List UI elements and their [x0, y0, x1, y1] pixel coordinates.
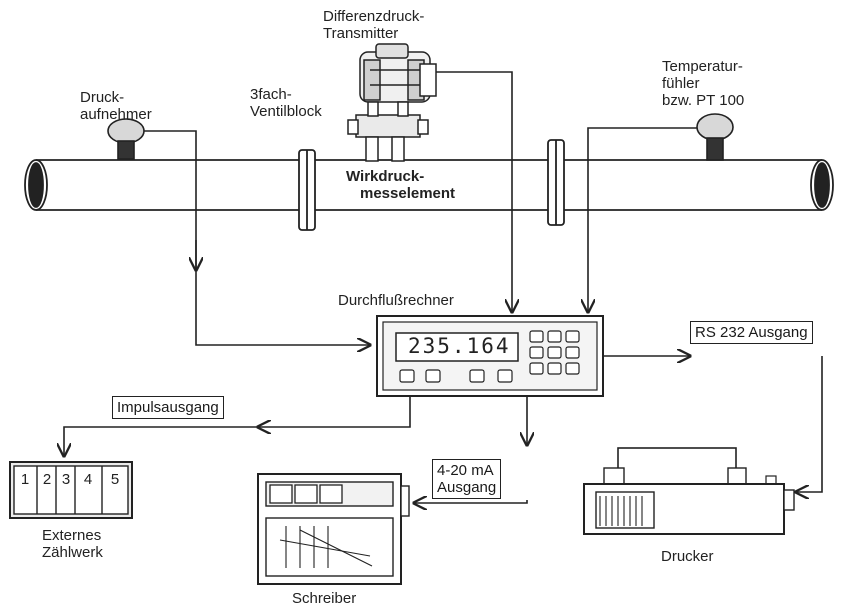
connections	[64, 71, 823, 503]
label-rs232: RS 232 Ausgang	[690, 321, 813, 344]
label-counter: Externes Zählwerk	[42, 527, 103, 561]
counter-icon	[9, 461, 133, 519]
label-valve-block: 3fach- Ventilblock	[250, 86, 322, 120]
flow-display: 235.164	[408, 334, 511, 358]
label-recorder: Schreiber	[292, 590, 357, 607]
counter-digit: 2	[42, 471, 52, 488]
flange-right	[547, 139, 565, 226]
dp-transmitter-icon	[359, 43, 437, 103]
label-printer: Drucker	[661, 548, 714, 565]
label-dp-transmitter: Differenzdruck- Transmitter	[323, 8, 425, 42]
counter-digit: 3	[61, 471, 71, 488]
counter-digit: 5	[110, 471, 120, 488]
label-flow-computer: Durchflußrechner	[338, 292, 454, 309]
flow-computer-icon	[376, 315, 604, 397]
valve-block-icon	[347, 101, 429, 162]
label-primary-element: Wirkdruck- messelement	[340, 168, 456, 202]
recorder-icon	[257, 473, 410, 585]
label-analog-output: 4-20 mA Ausgang	[432, 459, 502, 499]
flange-left	[298, 149, 316, 231]
counter-digit: 4	[83, 471, 93, 488]
label-temp-sensor: Temperatur- fühler bzw. PT 100	[662, 58, 745, 109]
counter-digit: 1	[20, 471, 30, 488]
temperature-sensor-icon	[696, 113, 734, 161]
printer-icon	[583, 447, 795, 535]
label-pulse-output: Impulsausgang	[112, 396, 224, 419]
pressure-sensor-icon	[107, 118, 145, 160]
label-pressure-sensor: Druck- aufnehmer	[80, 89, 152, 123]
pipe	[24, 159, 834, 211]
